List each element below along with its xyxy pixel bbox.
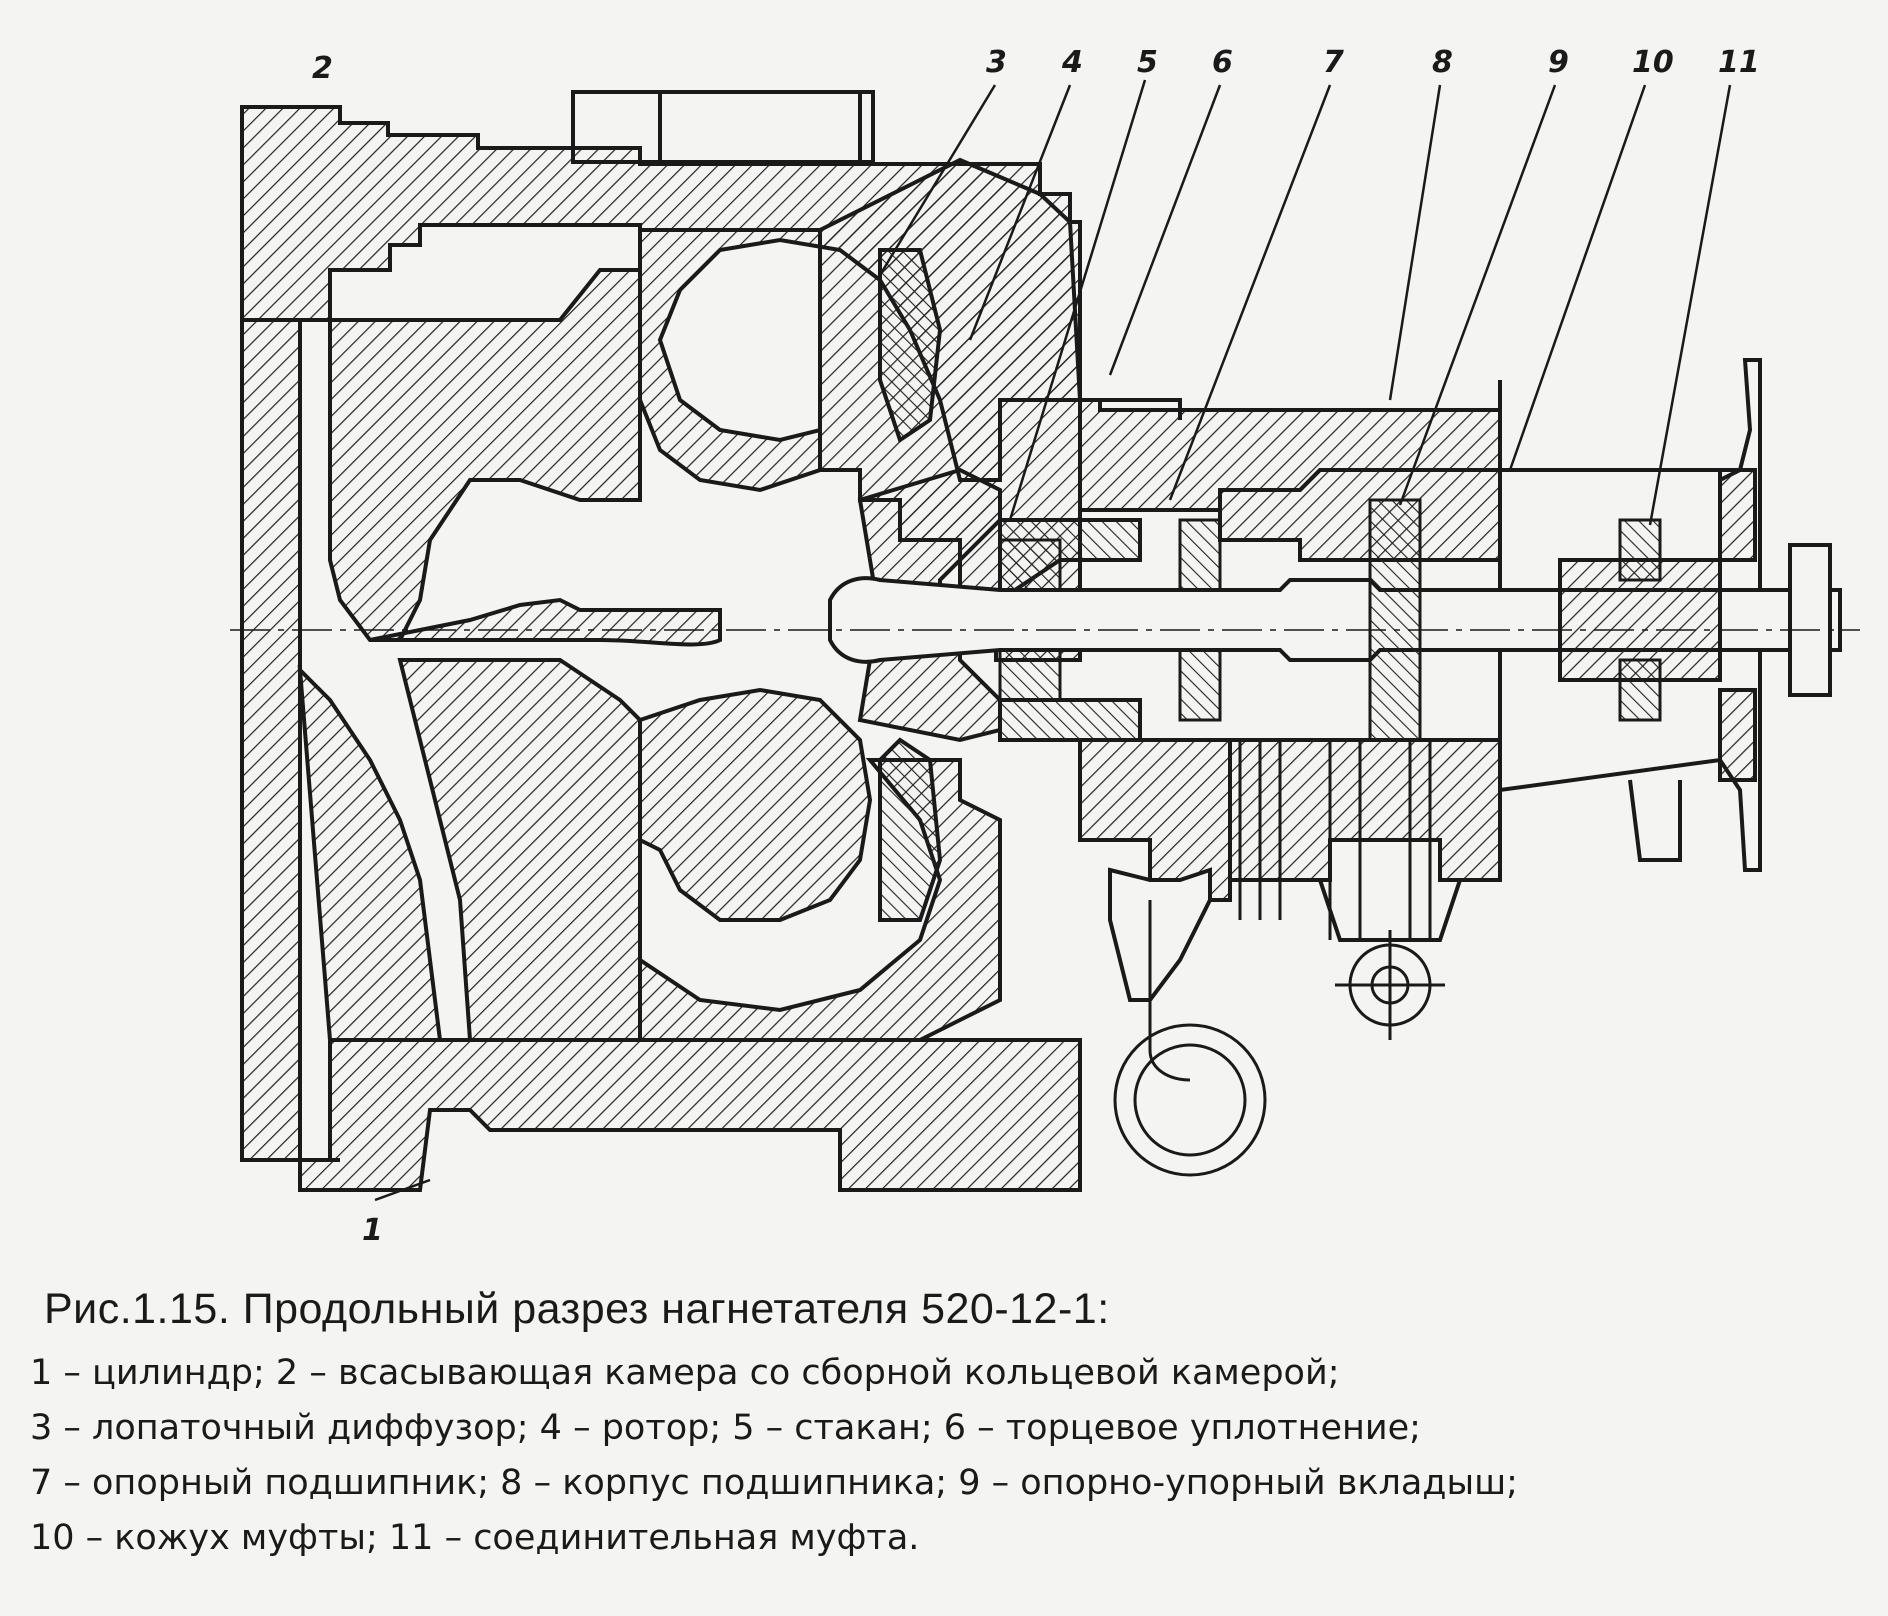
- coupling-hub: [1618, 518, 1662, 582]
- callout-3: 3: [986, 45, 1007, 80]
- upper-volute: [638, 157, 1083, 493]
- callout-1: 1: [362, 1213, 383, 1248]
- legend-line: 3 – лопаточный диффузор; 4 – ротор; 5 – …: [30, 1408, 1421, 1448]
- thrust-bearing-liner: [1368, 498, 1422, 742]
- caption-title: Рис.1.15. Продольный разрез нагнетателя …: [44, 1285, 1110, 1333]
- lifting-eye: [1113, 1023, 1267, 1177]
- callout-9: 9: [1548, 45, 1569, 80]
- callout-numbers: 1 2 3 4 5 6 7 8 9 10 11: [312, 45, 1760, 1248]
- callout-5: 5: [1137, 45, 1158, 80]
- callout-6: 6: [1212, 45, 1233, 80]
- top-nozzle-flange: [571, 90, 875, 164]
- lower-volute: [638, 687, 1002, 1042]
- callout-10: 10: [1632, 45, 1674, 80]
- legend-line: 7 – опорный подшипник; 8 – корпус подшип…: [30, 1463, 1518, 1503]
- suction-chamber-body: [240, 105, 1082, 1162]
- supercharger-section-drawing: 1 2 3 4 5 6 7 8 9 10 11: [230, 45, 1860, 1248]
- callout-7: 7: [1323, 45, 1344, 80]
- legend-line: 1 – цилиндр; 2 – всасывающая камера со с…: [30, 1353, 1340, 1393]
- figure-caption: Рис.1.15. Продольный разрез нагнетателя …: [30, 1285, 1850, 1566]
- callout-2: 2: [312, 51, 333, 86]
- vaned-diffuser: [878, 248, 943, 922]
- callout-leaders: [374, 79, 1732, 1202]
- legend-line: 10 – кожух муфты; 11 – соединительная му…: [30, 1518, 920, 1558]
- callout-11: 11: [1718, 45, 1760, 80]
- callout-8: 8: [1432, 45, 1453, 80]
- callout-4: 4: [1061, 45, 1083, 80]
- coupling-guard: [1498, 358, 1762, 872]
